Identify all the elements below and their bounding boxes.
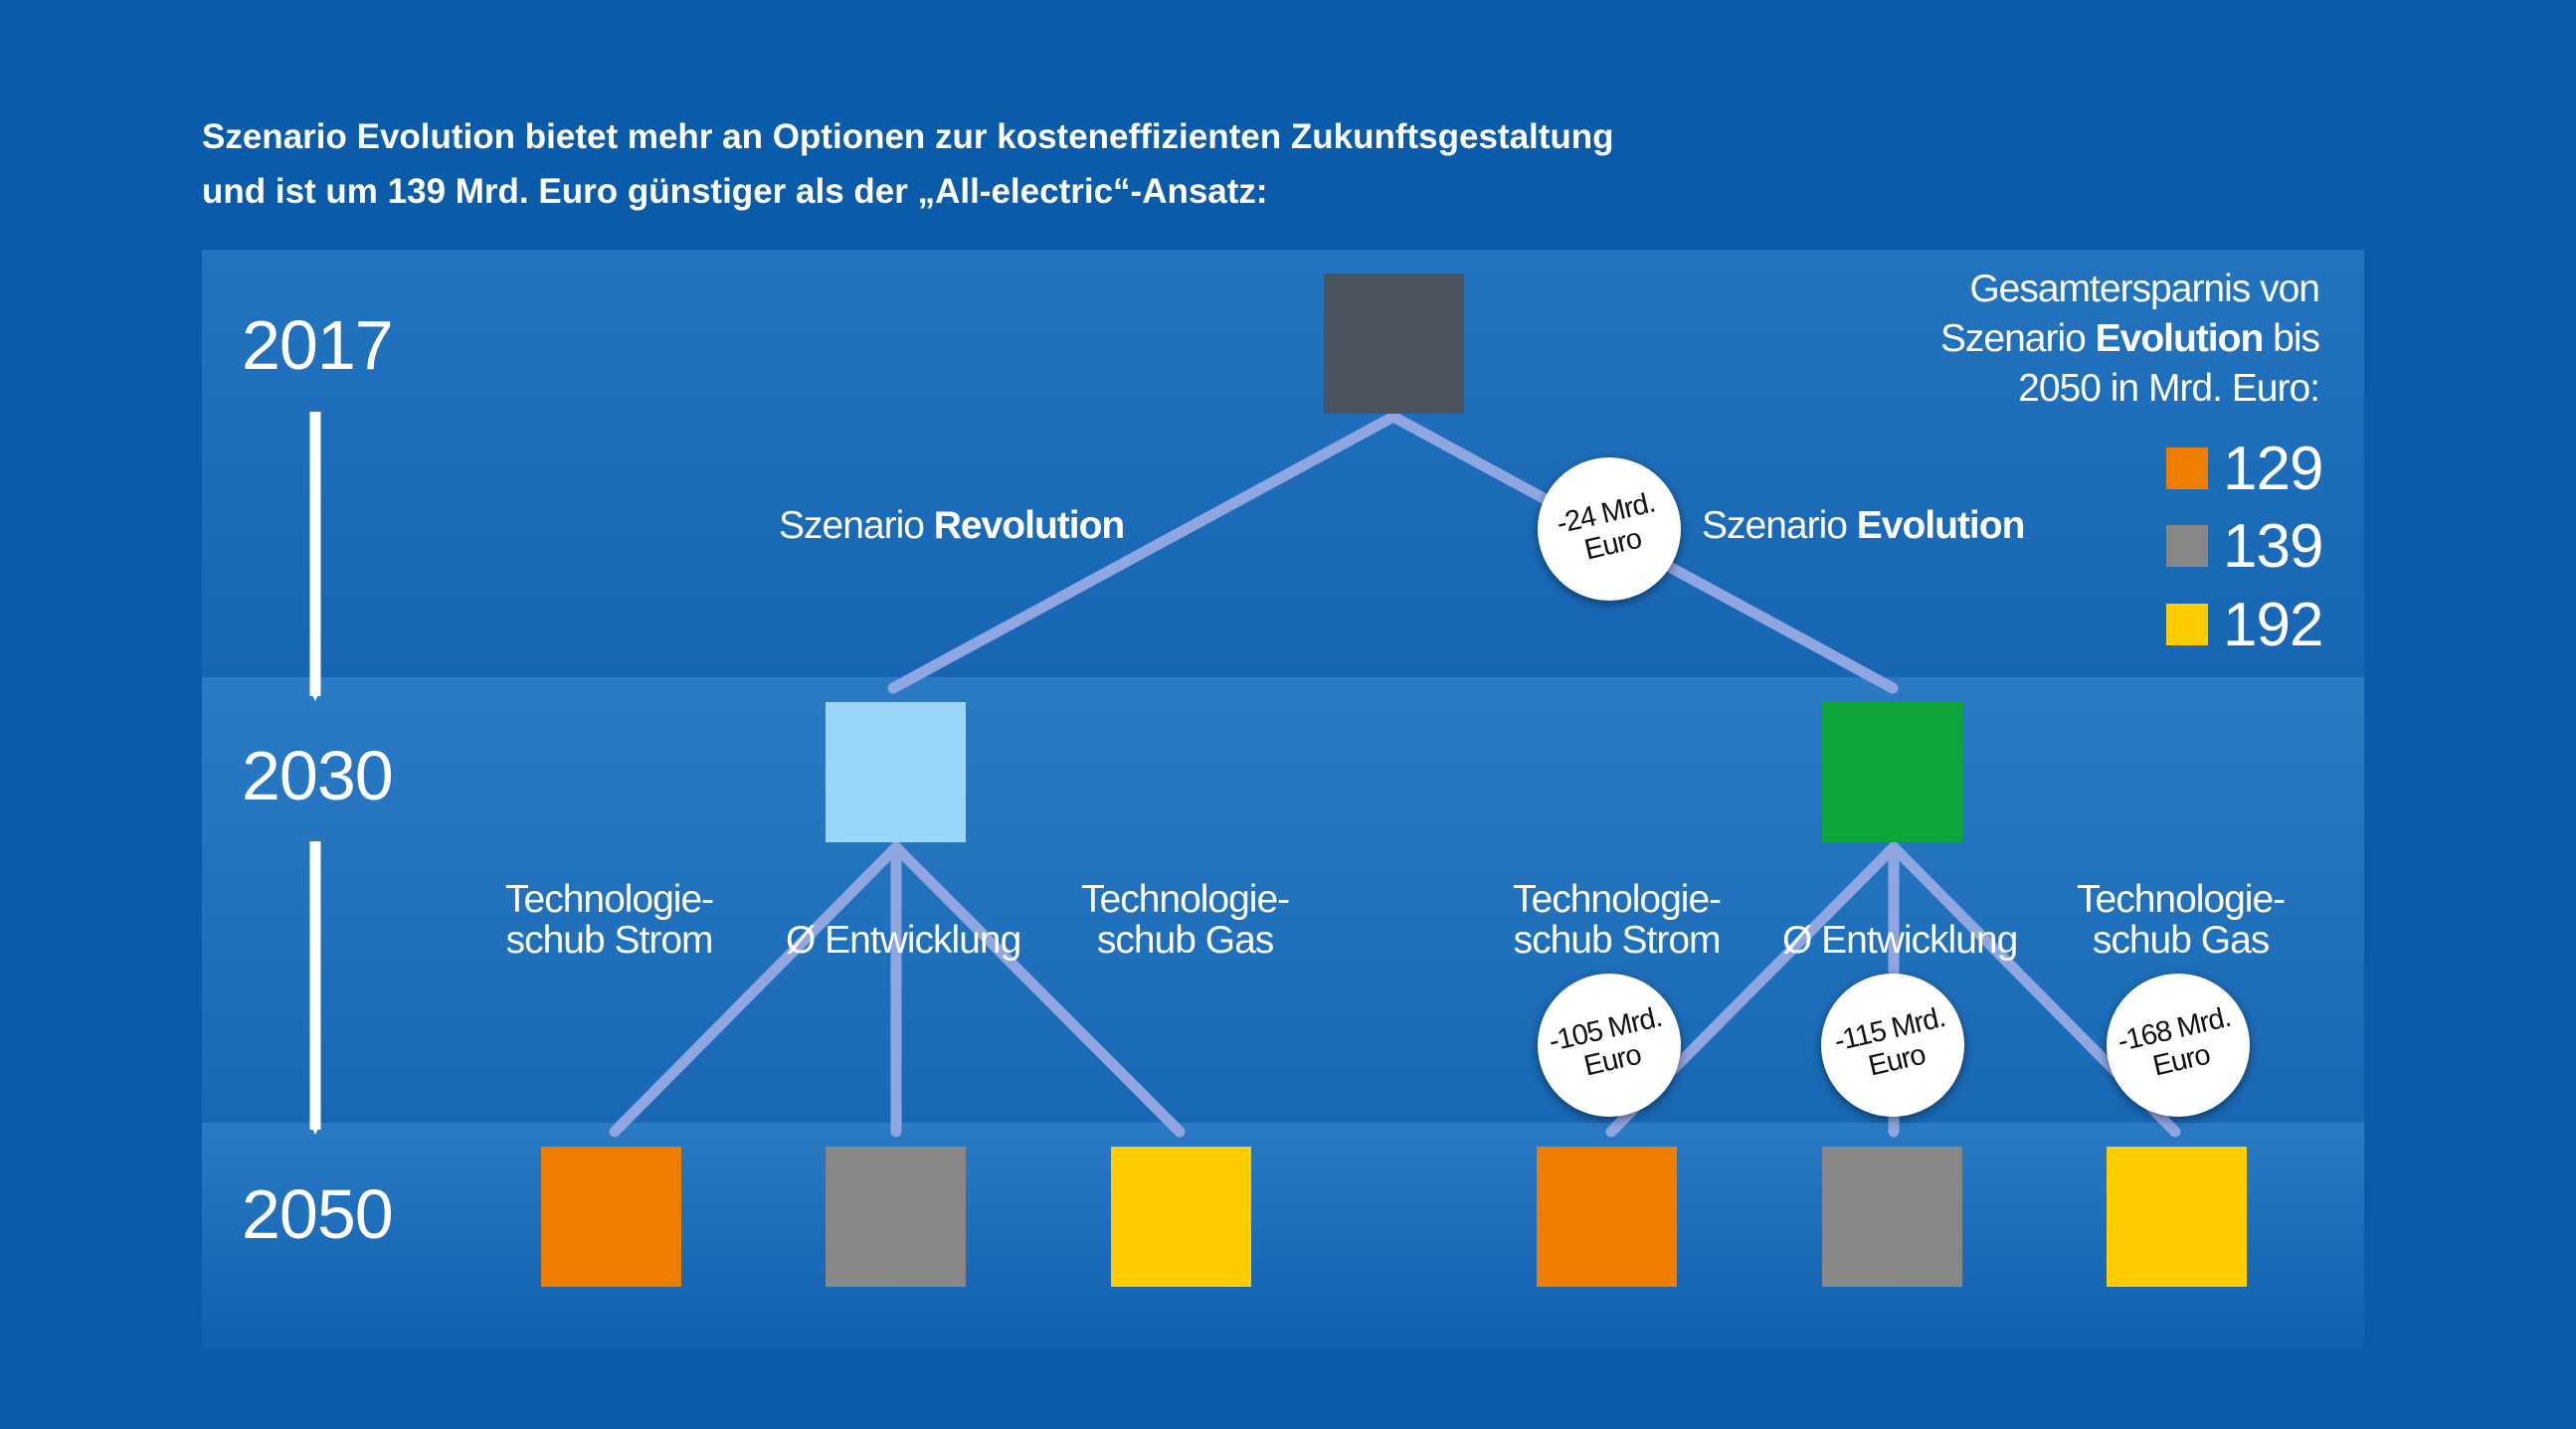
- band-2017: [202, 250, 2364, 677]
- year-2030: 2030: [242, 737, 394, 814]
- savings-bubble-evolution: -24 Mrd. Euro: [1538, 457, 1681, 601]
- label-rev-strom: Technologie- schub Strom: [505, 878, 714, 962]
- legend-title-line1: Gesamtersparnis von: [1969, 268, 2320, 310]
- label-evo-entwicklung: Ø Entwicklung: [1782, 919, 2018, 962]
- savings-bubble-entwicklung: -115 Mrd. Euro: [1821, 974, 1964, 1117]
- legend-item-129: 129: [2166, 435, 2323, 503]
- node-2050-evolution-entwicklung: [1822, 1147, 1962, 1287]
- savings-bubble-strom: -105 Mrd. Euro: [1538, 974, 1681, 1117]
- label-rev-strom-line2: schub Strom: [505, 919, 714, 962]
- label-scenario-evolution-prefix: Szenario: [1702, 504, 1857, 547]
- intro-line-2: und ist um 139 Mrd. Euro günstiger als d…: [202, 172, 1268, 211]
- legend-swatch-orange: [2166, 447, 2208, 489]
- label-rev-gas: Technologie- schub Gas: [1081, 878, 1290, 962]
- node-2050-revolution-strom: [541, 1147, 681, 1287]
- node-2050-evolution-gas: [2107, 1147, 2247, 1287]
- legend-title-line2-prefix: Szenario: [1939, 317, 2096, 360]
- node-2050-revolution-entwicklung: [826, 1147, 966, 1287]
- label-rev-strom-line1: Technologie-: [505, 878, 714, 921]
- label-scenario-evolution-name: Evolution: [1856, 504, 2026, 547]
- intro-line-1: Szenario Evolution bietet mehr an Option…: [202, 117, 1614, 156]
- label-scenario-revolution-name: Revolution: [933, 504, 1125, 547]
- intro-text: Szenario Evolution bietet mehr an Option…: [202, 109, 1992, 219]
- legend-title: Gesamtersparnis von Szenario Evolution b…: [1939, 265, 2320, 414]
- node-2030-evolution: [1822, 702, 1962, 842]
- arrow-to-revolution: [887, 411, 1399, 694]
- legend-title-line2-suffix: bis: [2263, 317, 2320, 360]
- node-2050-revolution-gas: [1111, 1147, 1251, 1287]
- label-evo-gas-line1: Technologie-: [2077, 878, 2286, 921]
- year-2017: 2017: [242, 306, 394, 384]
- node-2050-evolution-strom: [1537, 1147, 1677, 1287]
- legend-swatch-grey: [2166, 525, 2208, 567]
- legend-value: 192: [2223, 590, 2323, 659]
- label-scenario-revolution: Szenario Revolution: [779, 504, 1125, 547]
- arrow-rev-strom: [609, 841, 902, 1138]
- label-rev-gas-line1: Technologie-: [1081, 878, 1290, 921]
- legend-swatch-yellow: [2166, 604, 2208, 645]
- label-evo-gas-line2: schub Gas: [2092, 919, 2270, 962]
- label-rev-entwicklung: Ø Entwicklung: [786, 919, 1021, 962]
- year-2050: 2050: [242, 1175, 394, 1253]
- band-2030: [202, 677, 2364, 1123]
- label-evo-strom-line1: Technologie-: [1513, 878, 1722, 921]
- legend-title-line3: 2050 in Mrd. Euro:: [2018, 367, 2320, 410]
- legend-title-line2: Szenario Evolution bis: [1939, 314, 2320, 364]
- arrow-rev-gas: [890, 841, 1186, 1138]
- node-2030-revolution: [826, 702, 966, 842]
- legend-value: 139: [2223, 511, 2323, 581]
- savings-bubble-gas: -168 Mrd. Euro: [2107, 974, 2250, 1117]
- label-scenario-revolution-prefix: Szenario: [779, 504, 934, 547]
- legend-title-line2-bold: Evolution: [2095, 317, 2265, 360]
- legend-value: 129: [2223, 434, 2323, 503]
- legend-item-192: 192: [2166, 591, 2323, 659]
- label-rev-gas-line2: schub Gas: [1096, 919, 1274, 962]
- node-2017-start: [1324, 273, 1464, 414]
- label-evo-gas: Technologie- schub Gas: [2077, 878, 2286, 962]
- label-scenario-evolution: Szenario Evolution: [1702, 504, 2026, 547]
- label-evo-strom: Technologie- schub Strom: [1513, 878, 1722, 962]
- legend-item-139: 139: [2166, 512, 2323, 581]
- label-evo-strom-line2: schub Strom: [1513, 919, 1722, 962]
